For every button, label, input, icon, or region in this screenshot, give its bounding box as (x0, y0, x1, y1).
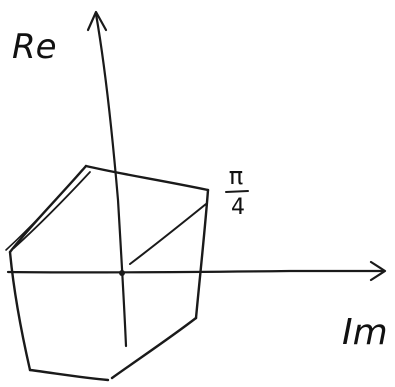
hexagon-edge-right (194, 188, 210, 320)
vertical-axis (86, 10, 128, 348)
hexagon-shape (5, 164, 210, 382)
angle-denominator: 4 (231, 195, 245, 220)
origin-point (119, 270, 125, 276)
horizontal-axis (6, 260, 387, 282)
hexagon-edge-upper-left-triple (5, 169, 83, 251)
hexagon-edge-bottom (28, 368, 110, 382)
vertical-axis-line (94, 12, 128, 348)
horizontal-axis-arrowhead (369, 260, 387, 282)
radius-line (129, 203, 207, 265)
hexagon-edge-left (8, 250, 32, 372)
vertical-axis-arrowhead (86, 10, 108, 32)
hexagon-edge-upper-left-double (13, 171, 91, 249)
angle-numerator: π (229, 162, 243, 190)
hexagon-edge-lower-right (110, 316, 198, 380)
horizontal-axis-line (6, 269, 386, 274)
horizontal-axis-label: Im (342, 312, 388, 353)
angle-annotation: π 4 (225, 162, 249, 220)
fraction-bar (225, 190, 249, 193)
vertical-axis-label: Re (12, 27, 57, 67)
hexagon-edge-top (84, 164, 210, 192)
